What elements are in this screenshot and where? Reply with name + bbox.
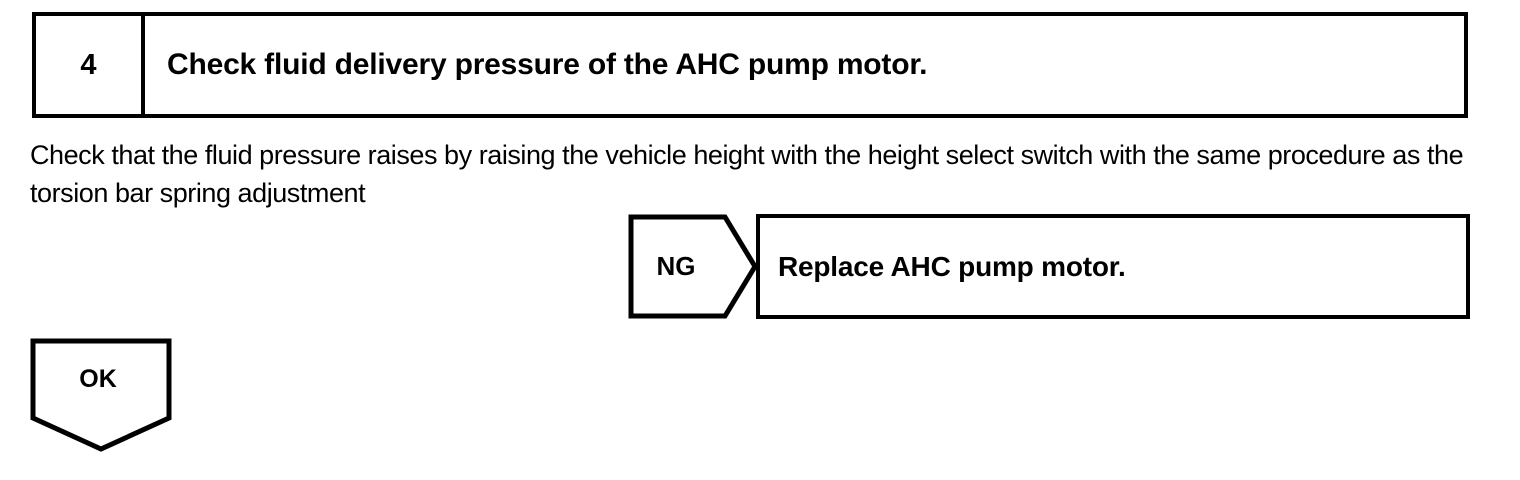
step-header-box: 4 Check fluid delivery pressure of the A… — [32, 12, 1468, 118]
ok-arrow-icon — [30, 338, 172, 452]
step-title: Check fluid delivery pressure of the AHC… — [167, 48, 928, 82]
ng-branch-arrow: NG — [628, 214, 758, 319]
ng-action-label: Replace AHC pump motor. — [778, 250, 1126, 282]
step-number: 4 — [80, 48, 97, 81]
ok-branch-label: OK — [79, 364, 117, 393]
ng-action-box: Replace AHC pump motor. — [756, 214, 1470, 319]
step-number-cell: 4 — [36, 16, 145, 114]
step-title-cell: Check fluid delivery pressure of the AHC… — [149, 16, 1464, 114]
instruction-text: Check that the fluid pressure raises by … — [30, 140, 1464, 208]
ng-branch-label: NG — [656, 251, 696, 281]
ok-branch-arrow: OK — [30, 338, 172, 452]
ng-arrow-icon — [628, 214, 758, 319]
